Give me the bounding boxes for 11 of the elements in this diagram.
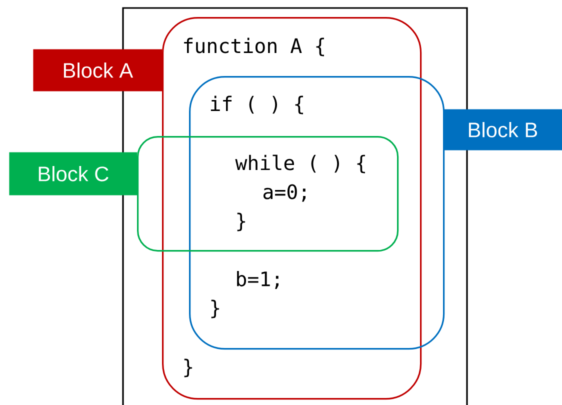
code-line: }	[184, 358, 192, 378]
code-line: b=1;	[237, 271, 279, 289]
block-label: Block A	[33, 49, 162, 92]
block-label: Block B	[443, 109, 562, 150]
code-line: a=0;	[264, 184, 306, 202]
code-line: function A {	[184, 38, 324, 56]
code-line: if ( ) {	[210, 96, 304, 114]
code-line: }	[237, 212, 246, 232]
code-line: }	[211, 300, 220, 318]
code-line: while ( ) {	[235, 154, 365, 174]
block-label: Block C	[9, 152, 138, 196]
